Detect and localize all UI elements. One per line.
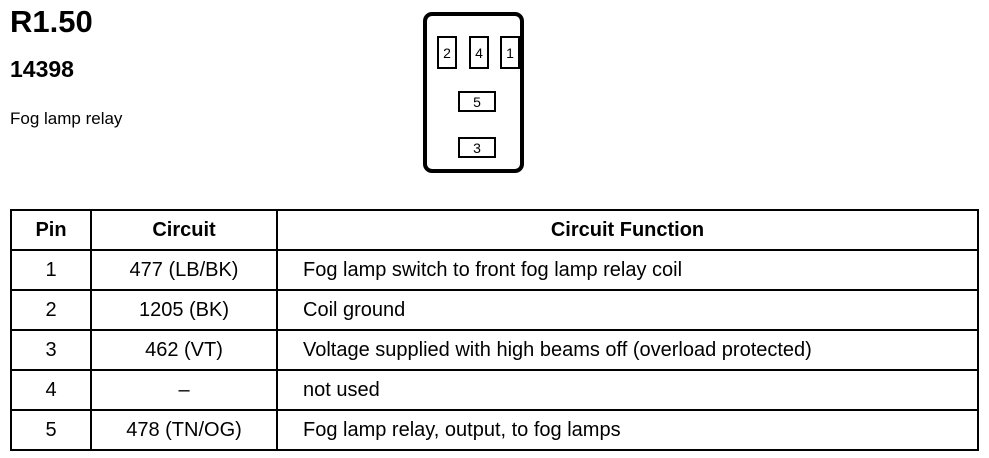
connector-pin-3: 3 [458,137,496,158]
table-row: 3 462 (VT) Voltage supplied with high be… [10,329,979,371]
pinout-table: Pin Circuit Circuit Function 1 477 (LB/B… [10,209,979,451]
function-cell: Voltage supplied with high beams off (ov… [276,329,979,371]
circuit-cell: 1205 (BK) [90,289,278,331]
column-header-function: Circuit Function [276,209,979,251]
connector-pin-1: 1 [500,36,520,69]
connector-pin-5: 5 [458,91,496,112]
function-cell: Fog lamp switch to front fog lamp relay … [276,249,979,291]
function-cell: Coil ground [276,289,979,331]
pin-cell: 4 [10,369,92,411]
component-name: Fog lamp relay [10,109,123,128]
table-header-row: Pin Circuit Circuit Function [10,209,979,251]
connector-pin-4: 4 [469,36,489,69]
connector-face-diagram: 2 4 1 5 3 [423,12,524,173]
table-row: 1 477 (LB/BK) Fog lamp switch to front f… [10,249,979,291]
part-number: 14398 [10,56,74,82]
pin-cell: 1 [10,249,92,291]
connector-pin-2: 2 [437,36,457,69]
circuit-cell: – [90,369,278,411]
table-row: 5 478 (TN/OG) Fog lamp relay, output, to… [10,409,979,451]
circuit-cell: 477 (LB/BK) [90,249,278,291]
table-row: 4 – not used [10,369,979,411]
circuit-cell: 462 (VT) [90,329,278,371]
column-header-pin: Pin [10,209,92,251]
function-cell: Fog lamp relay, output, to fog lamps [276,409,979,451]
function-cell: not used [276,369,979,411]
pin-cell: 3 [10,329,92,371]
column-header-circuit: Circuit [90,209,278,251]
table-row: 2 1205 (BK) Coil ground [10,289,979,331]
pin-cell: 2 [10,289,92,331]
circuit-cell: 478 (TN/OG) [90,409,278,451]
component-id: R1.50 [10,4,93,39]
pin-cell: 5 [10,409,92,451]
